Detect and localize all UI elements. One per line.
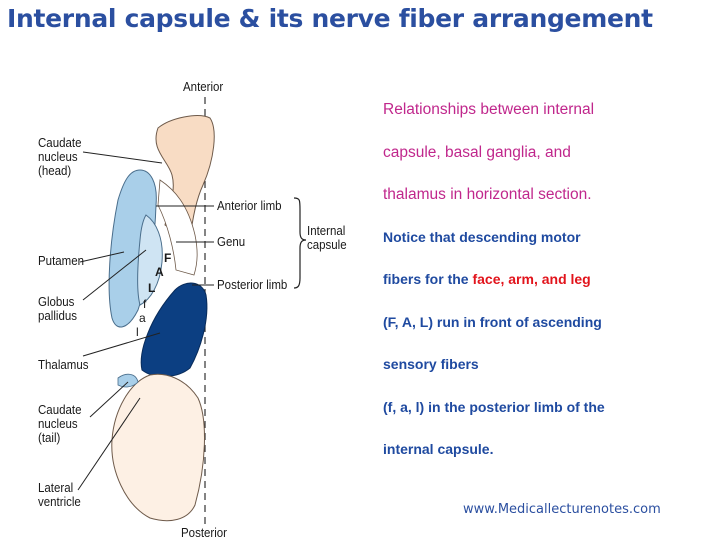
posterior-limb-label: Posterior limb [217,278,288,292]
internal-capsule-diagram: Anterior Posterior Caudate nucleus (head… [0,60,360,546]
thalamus-label: Thalamus [38,358,89,372]
motor-letter-a: A [155,265,164,279]
caudate-head-label: Caudate nucleus (head) [38,136,82,178]
description-line-1: Relationships between internal [383,101,595,118]
website-credit: www.Medicallecturenotes.com [463,502,661,517]
description-line-3: thalamus in horizontal section. [383,186,592,203]
face-arm-leg-highlight: face, arm, and leg [472,271,591,287]
description-line-7: sensory fibers [383,356,479,372]
description-panel: Relationships between internal capsule, … [383,100,723,483]
description-line-2: capsule, basal ganglia, and [383,143,571,161]
capsule-region [157,179,198,276]
anterior-label: Anterior [183,80,224,94]
internal-capsule-label: Internal capsule [307,224,347,252]
putamen-pointer [79,251,125,263]
brain-section-illustration [77,97,307,525]
description-line-9: internal capsule. [383,441,494,457]
caudate-tail-label: Caudate nucleus (tail) [38,403,82,445]
internal-capsule-bracket [293,197,307,289]
globus-pallidus-pointer [82,249,147,301]
description-line-8: (f, a, l) in the posterior limb of the [383,398,605,415]
globus-pallidus-shape [137,214,163,306]
lateral-ventricle-label: Lateral ventricle [38,481,81,509]
posterior-region [111,373,205,522]
sensory-letter-l: l [136,325,139,339]
lateral-ventricle-pointer [77,397,141,491]
globus-pallidus-label: Globus pallidus [38,295,77,323]
description-line-5: fibers for the face, arm, and leg [383,270,723,289]
motor-letter-f: F [164,251,172,265]
anterior-limb-label: Anterior limb [217,199,282,213]
description-line-4: Notice that descending motor [383,228,581,245]
line-5-prefix: fibers for the [383,271,473,287]
caudate-head-pointer [82,151,163,164]
sensory-letter-f: f [143,297,147,311]
putamen-label: Putamen [38,254,85,268]
posterior-label: Posterior [181,526,228,540]
caudate-tail-shape [117,373,139,388]
thalamus-pointer [82,332,161,357]
genu-label: Genu [217,235,246,249]
caudate-tail-pointer [89,381,129,418]
thalamus-shape [140,282,208,377]
motor-letter-l: L [148,281,156,295]
sensory-letter-a: a [139,311,146,325]
slide-title: Internal capsule & its nerve fiber arran… [7,4,653,33]
description-line-6: (F, A, L) run in front of ascending [383,313,602,330]
